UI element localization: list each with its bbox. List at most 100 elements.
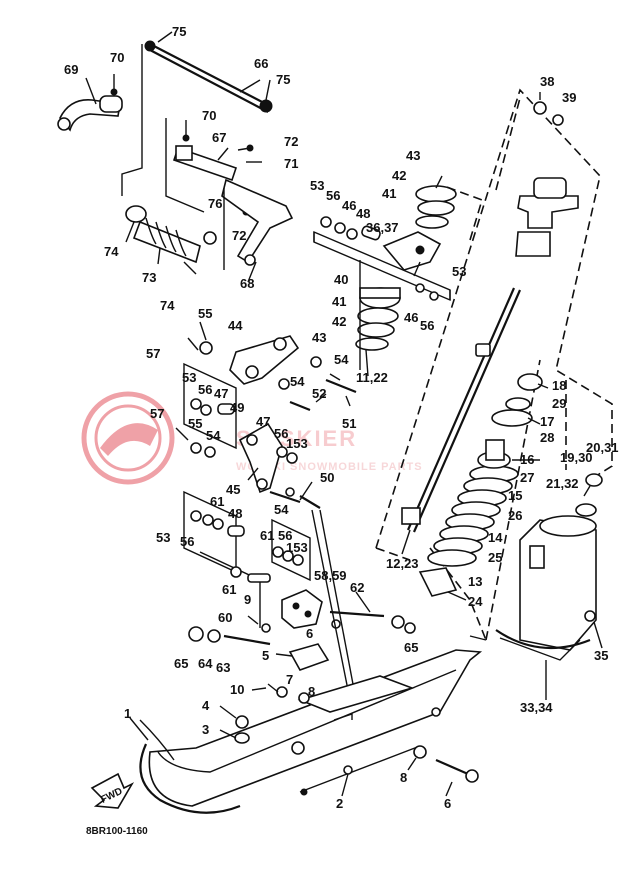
callout-153-a: 153 bbox=[286, 436, 308, 451]
callout-47: 47 bbox=[256, 414, 270, 429]
callout-64: 64 bbox=[198, 656, 213, 671]
callout-56: 56 bbox=[420, 318, 434, 333]
callout-38: 38 bbox=[540, 74, 554, 89]
callout-24: 24 bbox=[468, 594, 483, 609]
callout-72: 72 bbox=[284, 134, 298, 149]
callout-12-23: 12,23 bbox=[386, 556, 419, 571]
callout-39: 39 bbox=[562, 90, 576, 105]
callout-52: 52 bbox=[312, 386, 326, 401]
callout-labels: 75 70 69 66 75 70 67 72 71 76 72 74 73 7… bbox=[64, 24, 619, 811]
callout-61-c: 61 bbox=[222, 582, 236, 597]
callout-70: 70 bbox=[110, 50, 124, 65]
diagram-code: 8BR100-1160 bbox=[86, 826, 148, 837]
callout-45: 45 bbox=[226, 482, 240, 497]
callout-54-mid: 54 bbox=[206, 428, 221, 443]
top-linkage-assembly bbox=[57, 40, 294, 275]
callout-43-top: 43 bbox=[406, 148, 420, 163]
callout-62: 62 bbox=[350, 580, 364, 595]
callout-61-a: 61 bbox=[210, 494, 224, 509]
callout-4: 4 bbox=[202, 698, 210, 713]
callout-66: 66 bbox=[254, 56, 268, 71]
callout-40: 40 bbox=[334, 272, 348, 287]
callout-16: 16 bbox=[520, 452, 534, 467]
callout-153-b: 153 bbox=[286, 540, 308, 555]
callout-15: 15 bbox=[508, 488, 522, 503]
callout-29: 29 bbox=[552, 396, 566, 411]
callout-3: 3 bbox=[202, 722, 209, 737]
callout-58-59: 58,59 bbox=[314, 568, 347, 583]
callout-26: 26 bbox=[508, 508, 522, 523]
callout-48-top: 48 bbox=[356, 206, 370, 221]
callout-70-b: 70 bbox=[202, 108, 216, 123]
callout-42-top: 42 bbox=[392, 168, 406, 183]
callout-65-right: 65 bbox=[404, 640, 418, 655]
callout-75-right: 75 bbox=[276, 72, 290, 87]
callout-74-left: 74 bbox=[104, 244, 119, 259]
callout-65-left: 65 bbox=[174, 656, 188, 671]
callout-41-top: 41 bbox=[382, 186, 396, 201]
ski-assembly: FWD bbox=[90, 626, 483, 814]
callout-56-mid: 56 bbox=[198, 382, 212, 397]
front-direction-arrow: FWD bbox=[90, 772, 135, 809]
upper-bracket-stack bbox=[313, 185, 457, 370]
callout-76: 76 bbox=[208, 196, 222, 211]
callout-48: 48 bbox=[228, 506, 242, 521]
callout-35: 35 bbox=[594, 648, 608, 663]
callout-11-22: 11,22 bbox=[356, 370, 388, 385]
callout-74-bottom: 74 bbox=[160, 298, 175, 313]
watermark-subtext: WOTSKI SNOWMOBILE PARTS bbox=[236, 461, 423, 473]
callout-46: 46 bbox=[404, 310, 418, 325]
callout-27: 27 bbox=[520, 470, 534, 485]
callout-71: 71 bbox=[284, 156, 298, 171]
callout-56-low: 56 bbox=[180, 534, 194, 549]
callout-19-30: 19,30 bbox=[560, 450, 593, 465]
callout-46-top: 46 bbox=[342, 198, 356, 213]
callout-73: 73 bbox=[142, 270, 156, 285]
callout-17: 17 bbox=[540, 414, 554, 429]
callout-50: 50 bbox=[320, 470, 334, 485]
callout-56-top: 56 bbox=[326, 188, 340, 203]
callout-21-32: 21,32 bbox=[546, 476, 579, 491]
callout-8-top: 8 bbox=[308, 684, 315, 699]
callout-44: 44 bbox=[228, 318, 243, 333]
callout-54-a: 54 bbox=[334, 352, 349, 367]
callout-54-b: 54 bbox=[290, 374, 305, 389]
callout-6-mid: 6 bbox=[306, 626, 313, 641]
lower-mid-linkage bbox=[183, 490, 416, 701]
shock-absorber bbox=[375, 88, 613, 661]
callout-9: 9 bbox=[244, 592, 251, 607]
callout-1: 1 bbox=[124, 706, 131, 721]
callout-2: 2 bbox=[336, 796, 343, 811]
callout-67: 67 bbox=[212, 130, 226, 145]
callout-53-low: 53 bbox=[156, 530, 170, 545]
callout-10: 10 bbox=[230, 682, 244, 697]
leader-lines bbox=[85, 31, 603, 797]
callout-20-31: 20,31 bbox=[586, 440, 619, 455]
callout-43: 43 bbox=[312, 330, 326, 345]
callout-13: 13 bbox=[468, 574, 482, 589]
callout-56-link: 56 bbox=[274, 426, 288, 441]
mid-linkage bbox=[175, 335, 357, 509]
callout-56-b: 56 bbox=[278, 528, 292, 543]
callout-51: 51 bbox=[342, 416, 356, 431]
callout-57: 57 bbox=[146, 346, 160, 361]
callout-60: 60 bbox=[218, 610, 232, 625]
callout-42: 42 bbox=[332, 314, 346, 329]
callout-8-bottom: 8 bbox=[400, 770, 407, 785]
callout-18: 18 bbox=[552, 378, 566, 393]
callout-47-mid: 47 bbox=[214, 386, 228, 401]
callout-6-bottom: 6 bbox=[444, 796, 451, 811]
callout-69: 69 bbox=[64, 62, 78, 77]
callout-53-top: 53 bbox=[310, 178, 324, 193]
callout-33-34: 33,34 bbox=[520, 700, 553, 715]
callout-55: 55 bbox=[198, 306, 212, 321]
callout-68: 68 bbox=[240, 276, 254, 291]
callout-49: 49 bbox=[230, 400, 244, 415]
callout-7: 7 bbox=[286, 672, 293, 687]
watermark-logo-ring bbox=[81, 391, 175, 485]
callout-72-b: 72 bbox=[232, 228, 246, 243]
shock-spring bbox=[427, 465, 519, 567]
callout-54-low: 54 bbox=[274, 502, 289, 517]
